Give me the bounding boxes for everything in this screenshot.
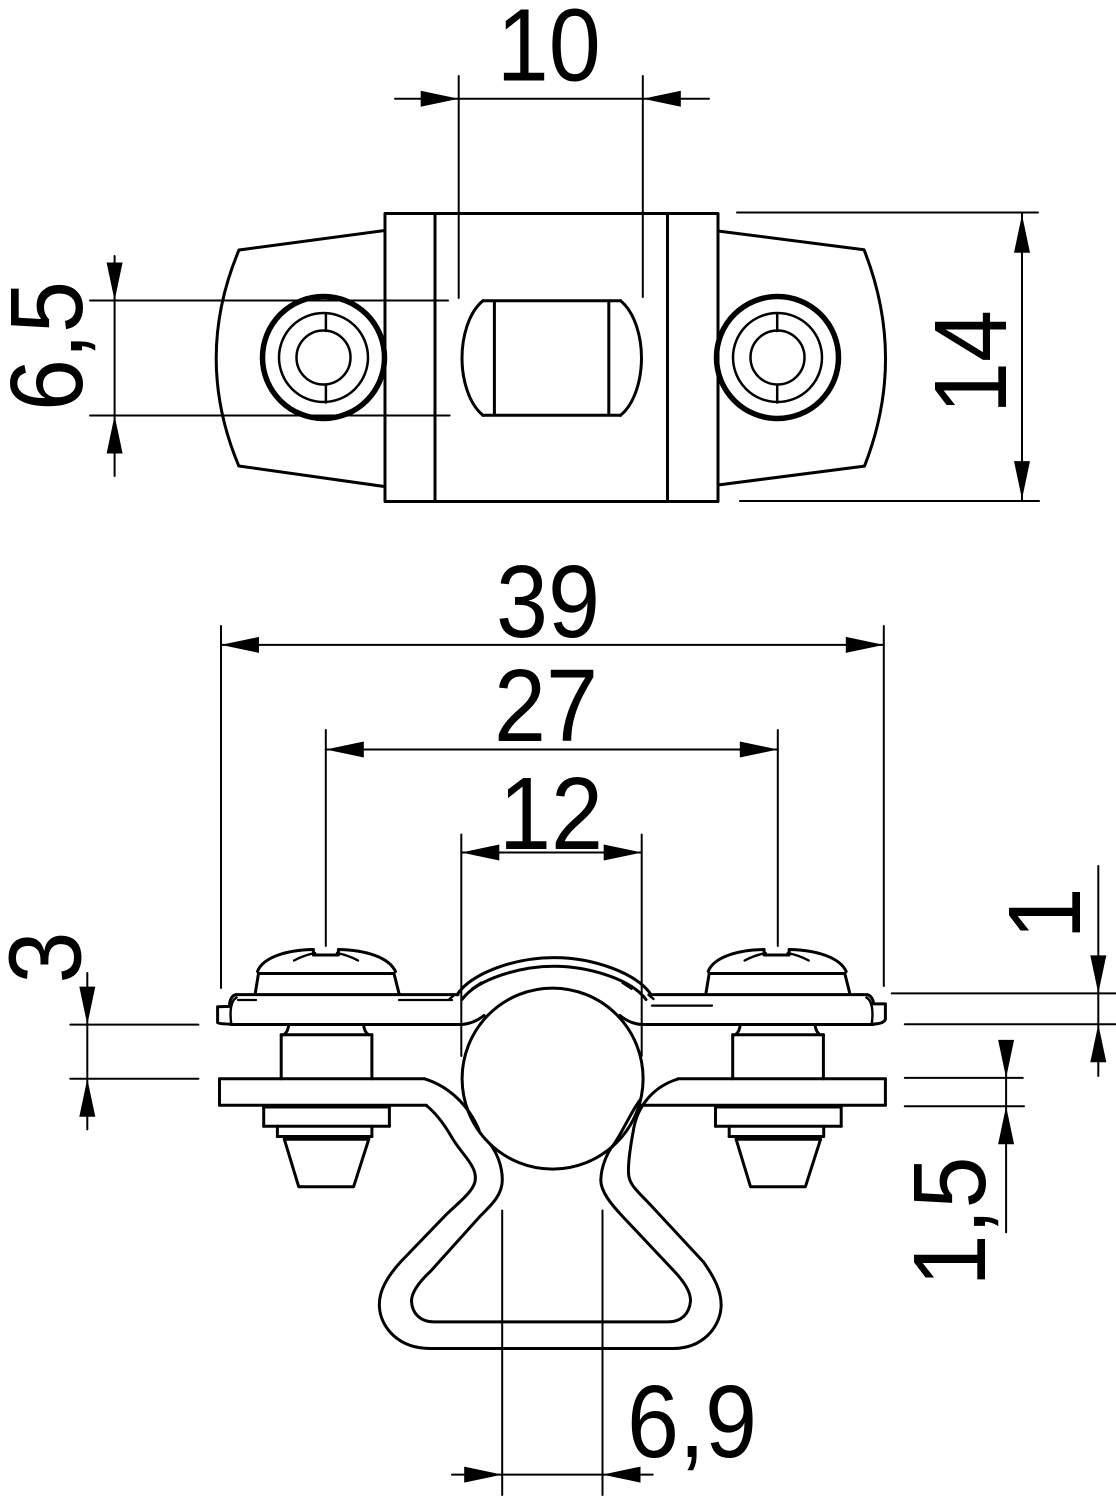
svg-text:14: 14	[913, 310, 1028, 414]
svg-text:6,5: 6,5	[0, 281, 104, 411]
svg-text:1,5: 1,5	[892, 1157, 1007, 1287]
svg-text:3: 3	[0, 931, 102, 983]
svg-text:1: 1	[987, 887, 1102, 939]
svg-text:10: 10	[497, 0, 601, 102]
svg-text:27: 27	[494, 648, 598, 763]
svg-text:6,9: 6,9	[627, 1364, 757, 1479]
svg-text:12: 12	[499, 756, 603, 871]
svg-text:39: 39	[496, 544, 600, 659]
